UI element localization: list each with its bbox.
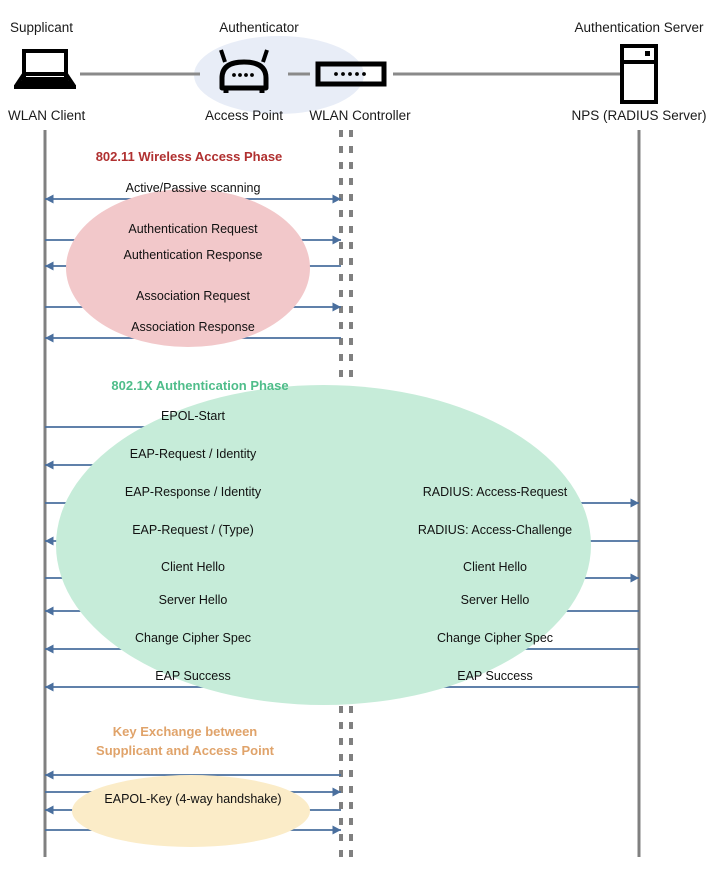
device-label-nps-radius-server: NPS (RADIUS Server) bbox=[571, 108, 707, 123]
phase-802-11-label-2: Authentication Response bbox=[123, 248, 263, 262]
phase-key-exchange-label-2: EAPOL-Key (4-way handshake) bbox=[104, 792, 282, 806]
phase-802-1x-ellipse bbox=[56, 385, 591, 705]
phase-802-1x-label-13: EAP Success bbox=[457, 669, 533, 683]
role-label-authentication-server: Authentication Server bbox=[574, 20, 704, 35]
device-label-access-point: Access Point bbox=[204, 108, 284, 123]
phase-802-1x-label-9: Server Hello bbox=[460, 593, 530, 607]
device-label-wlan-controller: WLAN Controller bbox=[309, 108, 411, 123]
phase-802-11-label-0: Active/Passive scanning bbox=[125, 181, 261, 195]
wlan-controller-icon bbox=[315, 61, 387, 87]
phase-802-11-ellipse bbox=[66, 189, 310, 347]
phase-802-1x-title: 802.1X Authentication Phase bbox=[111, 378, 289, 393]
laptop-icon bbox=[14, 49, 76, 89]
phase-802-1x-label-4: EAP-Request / (Type) bbox=[132, 523, 254, 537]
access-point-icon bbox=[219, 49, 269, 93]
phase-802-11-label-3: Association Request bbox=[136, 289, 250, 303]
phase-802-1x-label-10: Change Cipher Spec bbox=[134, 631, 252, 645]
phase-802-1x-label-6: Client Hello bbox=[161, 560, 225, 574]
phase-802-1x-label-5: RADIUS: Access-Challenge bbox=[417, 523, 573, 537]
device-label-wlan-client: WLAN Client bbox=[8, 108, 86, 123]
phase-802-1x-label-12: EAP Success bbox=[155, 669, 231, 683]
phase-802-1x-label-1: EAP-Request / Identity bbox=[129, 447, 257, 461]
phase-802-11-label-1: Authentication Request bbox=[128, 222, 258, 236]
phase-802-1x-label-0: EPOL-Start bbox=[161, 409, 225, 423]
phase-802-1x-label-7: Client Hello bbox=[463, 560, 527, 574]
role-label-supplicant: Supplicant bbox=[10, 20, 74, 35]
role-label-authenticator: Authenticator bbox=[219, 20, 299, 35]
phase-key-exchange-ellipse bbox=[72, 775, 310, 847]
server-icon bbox=[620, 44, 658, 104]
phase-802-1x-label-2: EAP-Response / Identity bbox=[124, 485, 262, 499]
phase-802-11-title: 802.11 Wireless Access Phase bbox=[95, 149, 283, 164]
phase-802-1x-label-8: Server Hello bbox=[158, 593, 228, 607]
phase-802-11-label-4: Association Response bbox=[131, 320, 255, 334]
phase-802-1x-label-3: RADIUS: Access-Request bbox=[422, 485, 568, 499]
phase-802-1x-label-11: Change Cipher Spec bbox=[436, 631, 554, 645]
